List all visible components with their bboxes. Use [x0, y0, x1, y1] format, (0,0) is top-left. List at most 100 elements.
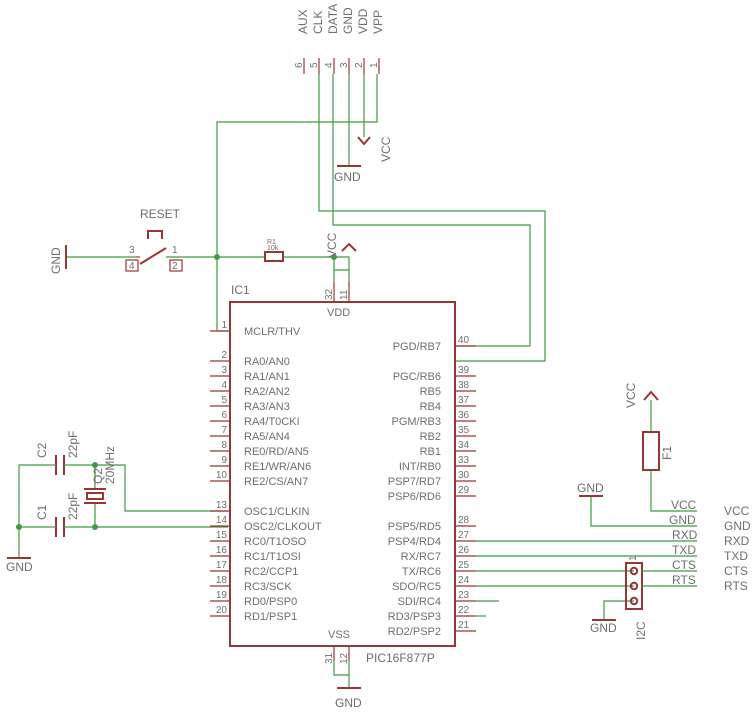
- header-signal: DATA: [326, 4, 340, 34]
- ic-pin-number: 27: [458, 530, 470, 541]
- wire-clk-rb6: [318, 74, 546, 362]
- ic-top-pin: 32: [324, 288, 335, 300]
- ic-pin-number: 34: [458, 440, 470, 451]
- ic-pin-number: 33: [458, 455, 470, 466]
- ic-pin-label: RD2/PSP2: [388, 626, 441, 638]
- q2-value: 20MHz: [103, 446, 117, 484]
- serial-gnd-label: GND: [577, 481, 604, 495]
- ic-pin-number: 3: [221, 365, 227, 376]
- ic-body: [229, 301, 456, 647]
- c1-value: 22pF: [66, 493, 80, 520]
- ic-pin-number: 37: [458, 395, 470, 406]
- ic-pin-number: 4: [221, 380, 227, 391]
- switch-pin: 2: [172, 261, 178, 272]
- junction-dot: [92, 524, 98, 530]
- ic-pin-label: TX/RC6: [402, 566, 441, 578]
- ic-pin-label: RD3/PSP3: [388, 611, 441, 623]
- ic-pin-number: 38: [458, 380, 470, 391]
- ic-pin-label: RA2/AN2: [244, 386, 290, 398]
- net-label: TXD: [672, 543, 696, 557]
- port-label: TXD: [724, 549, 748, 563]
- ic-pin-number: 14: [216, 515, 228, 526]
- oscillator-section: C2 22pF C1 22pF Q2 20MHz GND: [6, 431, 117, 574]
- ic-pin-number: 6: [221, 410, 227, 421]
- ic-pin-number: 22: [458, 605, 470, 616]
- ic-vdd-label: VDD: [327, 307, 350, 319]
- wire-gnd-line: [590, 496, 697, 527]
- vcc-arrow-icon: [643, 390, 659, 401]
- i2c-pin-pad: [629, 596, 639, 606]
- ic-pin-label: RA5/AN4: [244, 431, 290, 443]
- ic-pin-label: OSC1/CLKIN: [244, 506, 309, 518]
- ic-left-pins: 1MCLR/THV2RA0/AN03RA1/AN14RA2/AN25RA3/AN…: [210, 320, 322, 623]
- vcc-arrow-icon: [341, 242, 357, 252]
- ic-pin-label: RE2/CS/AN7: [244, 476, 308, 488]
- port-label: VCC: [724, 504, 750, 518]
- junction-dot: [92, 462, 98, 468]
- ic-pin-label: PSP6/RD6: [388, 491, 441, 503]
- ic-pin-label: RA0/AN0: [244, 356, 290, 368]
- header-pin-number: 2: [354, 62, 365, 68]
- header-pin-number: 4: [324, 62, 335, 68]
- ic-pin-number: 17: [216, 560, 228, 571]
- osc-gnd-label: GND: [6, 560, 33, 574]
- ic-pin-label: RC3/SCK: [244, 581, 292, 593]
- programming-header: AUX CLK DATA GND VDD VPP 6 5 4 3 2 1 VCC…: [294, 4, 393, 184]
- junction-dot: [16, 524, 22, 530]
- wire-data-rb7: [332, 74, 531, 347]
- ic-pin-label: RD1/PSP1: [244, 611, 297, 623]
- header-pin-number: 5: [309, 62, 320, 68]
- ic-pin-number: 19: [216, 590, 228, 601]
- header-signal: VPP: [371, 10, 385, 34]
- header-signal: CLK: [311, 11, 325, 34]
- c1-name: C1: [35, 504, 49, 520]
- ic-pin-number: 36: [458, 410, 470, 421]
- ic-pin-number: 5: [221, 395, 227, 406]
- ic-pin-number: 39: [458, 365, 470, 376]
- ic-pic16f877: IC1 PIC16F877P VDD VSS 32 11 31 12 1MCLR…: [210, 270, 476, 710]
- ic-right-pins: 40PGD/RB739PGC/RB638RB537RB436PGM/RB335R…: [388, 335, 476, 638]
- ic-pin-label: RB1: [420, 446, 441, 458]
- net-label: RTS: [672, 573, 696, 587]
- i2c-name: I2C: [634, 621, 648, 640]
- ic-pin-number: 1: [221, 320, 227, 331]
- reset-gnd-label: GND: [49, 247, 63, 274]
- ic-pin-label: PSP4/RD4: [388, 536, 441, 548]
- ic-pin-number: 15: [216, 530, 228, 541]
- header-pin-number: 3: [339, 62, 350, 68]
- c2-name: C2: [35, 442, 49, 458]
- port-label: RXD: [724, 534, 750, 548]
- ic-pin-label: RA4/T0CKI: [244, 416, 300, 428]
- ic-pin-label: RA1/AN1: [244, 371, 290, 383]
- wire-vcc-line: [650, 470, 697, 512]
- ic-pin-number: 9: [221, 455, 227, 466]
- port-label: GND: [724, 519, 751, 533]
- fuse-vcc-label: VCC: [624, 382, 638, 408]
- switch-pin: 4: [129, 261, 135, 272]
- ic-top-pin: 11: [339, 289, 350, 300]
- ic-pin-label: RX/RC7: [401, 551, 441, 563]
- ic-pin-label: OSC2/CLKOUT: [244, 521, 322, 533]
- ic-pin-label: RC1/T1OSI: [244, 551, 301, 563]
- serial-section: VCC F1 GND VCC GND RXD TXD CTS RTS VCC G…: [577, 382, 751, 640]
- net-label: VCC: [671, 498, 697, 512]
- switch-pin: 3: [129, 245, 135, 256]
- ic-bottom-pin: 12: [339, 652, 350, 664]
- junctions: [16, 254, 337, 530]
- ic-pin-number: 20: [216, 605, 228, 616]
- i2c-pin-pad: [629, 566, 639, 576]
- ic-pin-label: PSP7/RD7: [388, 476, 441, 488]
- ic-pin-number: 30: [458, 470, 470, 481]
- ic-pin-number: 40: [458, 335, 470, 346]
- ic-name: IC1: [231, 283, 250, 297]
- resistor-body: [264, 251, 284, 262]
- header-signal: AUX: [296, 9, 310, 34]
- net-label: CTS: [672, 558, 696, 572]
- ic-pin-label: SDO/RC5: [392, 581, 441, 593]
- ic-pin-label: RE0/RD/AN5: [244, 446, 309, 458]
- i2c-pin-number: 1: [628, 555, 639, 561]
- header-gnd-label: GND: [334, 170, 361, 184]
- ic-pin-number: 2: [221, 350, 227, 361]
- reset-switch-contact: [139, 247, 167, 265]
